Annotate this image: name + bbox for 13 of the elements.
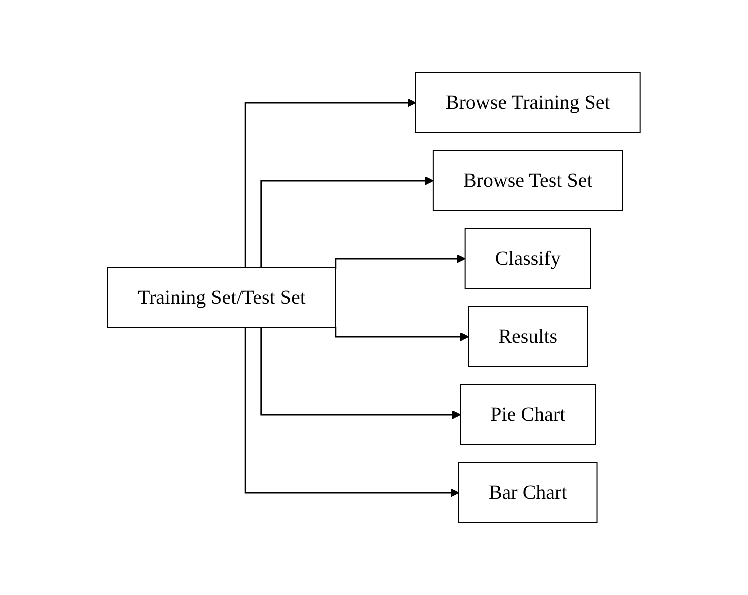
node-box: Bar Chart xyxy=(458,462,598,523)
node-box: Browse Test Set xyxy=(432,150,624,211)
node-box: Browse Training Set xyxy=(415,72,641,133)
arrow xyxy=(244,328,460,497)
arrow xyxy=(260,328,461,419)
arrow xyxy=(334,254,466,269)
arrow xyxy=(260,176,434,268)
arrow xyxy=(334,326,469,341)
node-box: Training Set/Test Set xyxy=(107,267,336,328)
arrow xyxy=(244,98,416,268)
node-box: Classify xyxy=(464,228,592,289)
node-box: Pie Chart xyxy=(460,384,596,445)
node-box: Results xyxy=(468,306,588,367)
